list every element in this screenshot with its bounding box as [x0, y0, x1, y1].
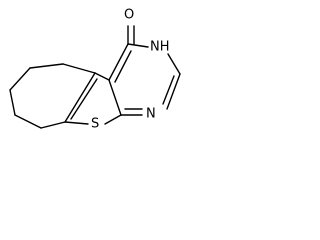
oxygen-label: O — [124, 8, 134, 23]
carbonyl-bond — [127, 25, 135, 45]
chemical-structure: O NH N S — [9, 8, 181, 132]
nh-label: NH — [150, 40, 170, 55]
cycloheptane-ring — [9, 63, 96, 129]
pyrimidinone-ring — [108, 43, 181, 116]
thiophene-ring — [64, 72, 122, 125]
nitrogen-label: N — [146, 107, 156, 122]
sulfur-label: S — [91, 117, 99, 132]
